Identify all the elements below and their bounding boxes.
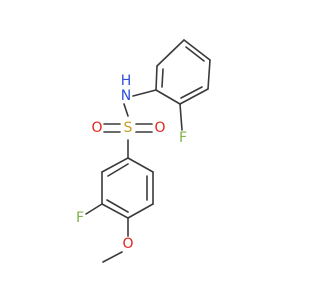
bond-to-fluorine bbox=[85, 203, 103, 215]
bond-inner bbox=[107, 163, 129, 177]
bond bbox=[183, 39, 211, 61]
atom-oxygen-right: O bbox=[154, 120, 165, 136]
bond-inner bbox=[161, 68, 164, 88]
bond-methyl bbox=[102, 251, 123, 263]
bond-inner bbox=[106, 199, 129, 213]
atom-oxygen-left: O bbox=[91, 120, 102, 136]
atom-h: H bbox=[121, 73, 132, 89]
atom-oxygen-methoxy: O bbox=[122, 236, 133, 252]
molecule-diagram: H N S O O F F O bbox=[76, 39, 211, 263]
bond bbox=[101, 157, 129, 173]
atom-fluorine-bottom: F bbox=[76, 210, 84, 226]
lower-ring bbox=[101, 157, 154, 219]
bond-to-nitrogen bbox=[132, 89, 157, 97]
bond bbox=[155, 65, 158, 91]
bond-inner bbox=[185, 46, 205, 62]
bond bbox=[156, 39, 185, 67]
bond bbox=[155, 89, 181, 105]
atom-sulfur: S bbox=[124, 120, 133, 136]
atom-fluorine-top: F bbox=[179, 130, 187, 146]
bond bbox=[127, 157, 154, 173]
bond bbox=[207, 59, 211, 90]
bond bbox=[101, 203, 129, 219]
atom-labels: H N S O O F F O bbox=[76, 73, 187, 252]
bond-n-s bbox=[123, 103, 129, 117]
bond bbox=[179, 88, 209, 105]
bond-inner bbox=[180, 86, 203, 99]
structure-svg: H N S O O F F O bbox=[76, 39, 211, 263]
atom-nitrogen: N bbox=[121, 88, 131, 104]
bond-to-fluorine bbox=[179, 103, 183, 131]
upper-ring bbox=[155, 39, 211, 105]
bond bbox=[127, 203, 154, 219]
